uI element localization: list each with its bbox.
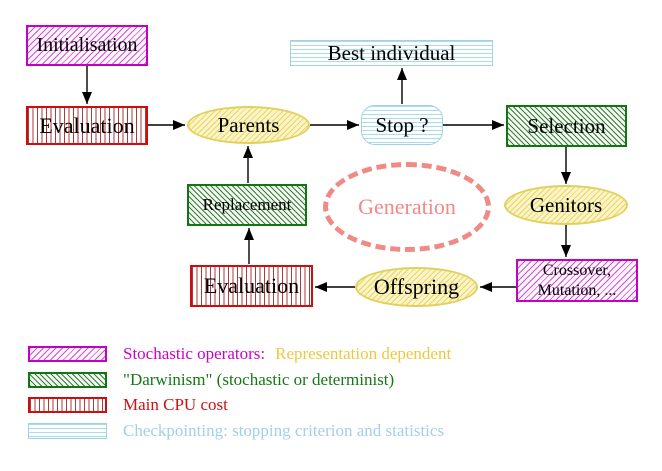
node-initialisation: Initialisation <box>26 25 148 66</box>
legend-label-checkpointing: Checkpointing: stopping criterion and st… <box>123 420 445 440</box>
legend-label-cpu: Main CPU cost <box>123 395 228 414</box>
node-genitors: Genitors <box>504 185 628 225</box>
node-best-individual: Best individual <box>290 40 493 66</box>
node-stop-test: Stop ? <box>361 105 443 145</box>
crossover-label-line1: Crossover, <box>542 262 612 280</box>
legend-label-darwinism: "Darwinism" (stochastic or determinist) <box>123 369 395 389</box>
node-replacement: Replacement <box>187 184 307 226</box>
legend: Stochastic operators: Representation dep… <box>28 344 452 448</box>
crossover-label-line2: Mutation, ... <box>537 281 617 299</box>
green-hatch-swatch <box>28 371 107 388</box>
node-evaluation-top: Evaluation <box>26 106 148 145</box>
legend-row-checkpointing: Checkpointing: stopping criterion and st… <box>28 420 451 440</box>
node-evaluation-bottom: Evaluation <box>190 265 313 307</box>
legend-label-stochastic: Stochastic operators: <box>123 344 266 363</box>
node-parents: Parents <box>187 106 310 144</box>
legend-row-stochastic: Stochastic operators: Representation dep… <box>28 344 452 363</box>
legend-row-cpu: Main CPU cost <box>28 395 451 414</box>
node-offspring: Offspring <box>355 267 478 307</box>
blue-hatch-swatch <box>28 422 107 439</box>
legend-label-representation: Representation dependent <box>275 344 452 363</box>
legend-row-darwinism: "Darwinism" (stochastic or determinist) <box>28 369 451 389</box>
node-crossover-mutation: Crossover, Mutation, ... <box>516 259 638 302</box>
red-hatch-swatch <box>28 397 107 413</box>
magenta-hatch-swatch <box>28 346 107 362</box>
node-selection: Selection <box>506 105 627 147</box>
generation-loop-label: Generation <box>323 162 491 252</box>
